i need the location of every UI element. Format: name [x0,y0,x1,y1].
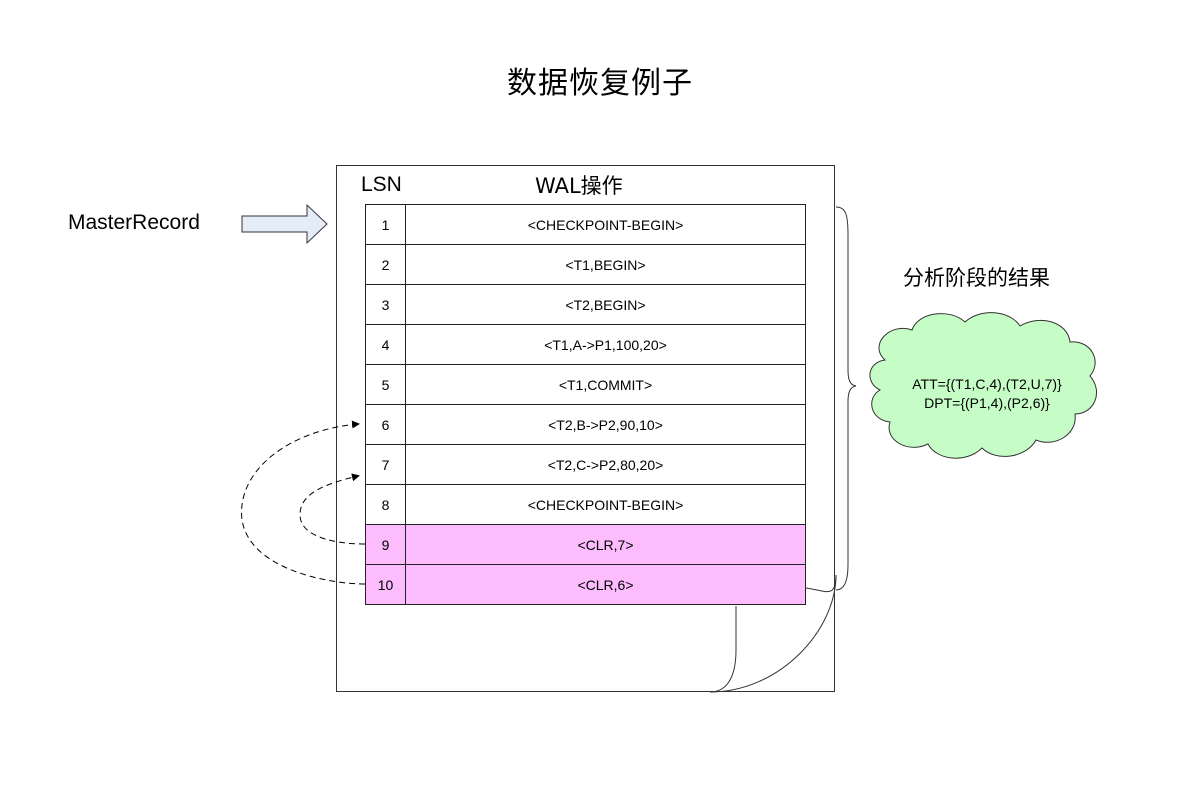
master-record-arrow-icon [241,203,328,245]
wal-op-cell: <CLR,6> [405,564,806,605]
lsn-cell: 7 [365,444,406,485]
wal-op-cell: <T1,A->P1,100,20> [405,324,806,365]
log-record-row: 8<CHECKPOINT-BEGIN> [365,484,806,525]
page-curl-icon [804,574,837,593]
dpt-text: DPT={(P1,4),(P2,6)} [924,395,1050,411]
wal-op-cell: <T2,BEGIN> [405,284,806,325]
wal-op-cell: <CHECKPOINT-BEGIN> [405,484,806,525]
clr-7-pointer-arrow [299,473,366,545]
lsn-column-header: LSN [361,173,402,196]
log-record-row: 10<CLR,6> [365,564,806,605]
log-range-brace-icon [835,206,857,591]
wal-column-header: WAL操作 [535,174,623,198]
wal-op-cell: <T1,BEGIN> [405,244,806,285]
wal-log-table: 1<CHECKPOINT-BEGIN>2<T1,BEGIN>3<T2,BEGIN… [365,204,806,605]
log-record-row: 7<T2,C->P2,80,20> [365,444,806,485]
lsn-cell: 3 [365,284,406,325]
lsn-cell: 2 [365,244,406,285]
clr-6-pointer-arrow [241,420,366,585]
lsn-cell: 4 [365,324,406,365]
lsn-cell: 6 [365,404,406,445]
wal-op-cell: <T1,COMMIT> [405,364,806,405]
analysis-cloud-icon [869,312,1098,459]
master-record-label: MasterRecord [68,211,200,234]
log-record-row: 3<T2,BEGIN> [365,284,806,325]
lsn-cell: 1 [365,204,406,245]
page-curl-back-icon [709,574,837,693]
wal-op-cell: <CHECKPOINT-BEGIN> [405,204,806,245]
wal-op-cell: <T2,C->P2,80,20> [405,444,806,485]
page-curl-inner-icon [709,606,737,693]
analysis-result-label: 分析阶段的结果 [903,266,1050,290]
log-record-row: 4<T1,A->P1,100,20> [365,324,806,365]
lsn-cell: 9 [365,524,406,565]
att-text: ATT={(T1,C,4),(T2,U,7)} [912,376,1062,392]
log-record-row: 2<T1,BEGIN> [365,244,806,285]
diagram-title: 数据恢复例子 [507,66,693,101]
lsn-cell: 5 [365,364,406,405]
log-record-row: 5<T1,COMMIT> [365,364,806,405]
log-record-row: 9<CLR,7> [365,524,806,565]
wal-op-cell: <CLR,7> [405,524,806,565]
log-record-row: 1<CHECKPOINT-BEGIN> [365,204,806,245]
